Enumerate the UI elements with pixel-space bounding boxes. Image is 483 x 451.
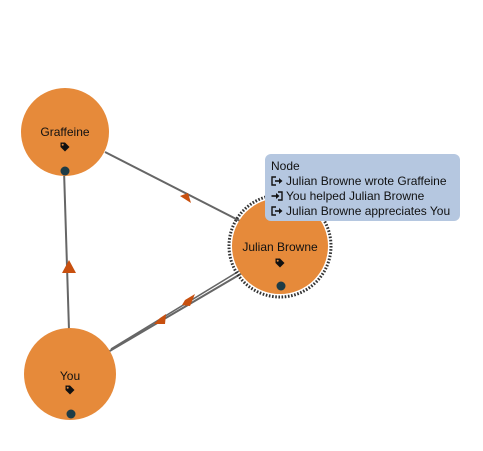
node-label: Julian Browne xyxy=(242,240,318,254)
tooltip-line: Julian Browne appreciates You xyxy=(271,204,454,219)
port-dot[interactable] xyxy=(66,409,76,419)
sign-out-icon xyxy=(271,176,283,186)
edge-you-to-graffeine[interactable] xyxy=(63,169,70,331)
arrow-head-you-graffeine xyxy=(62,260,76,273)
edge-you-to-julian[interactable] xyxy=(107,271,245,353)
tooltip-line-text: Julian Browne wrote Graffeine xyxy=(286,174,447,188)
port-dot[interactable] xyxy=(60,166,70,176)
node-label: Graffeine xyxy=(40,125,89,139)
node-circle[interactable] xyxy=(21,88,109,176)
arrow-head-julian-you xyxy=(154,314,166,324)
edges xyxy=(63,151,245,353)
node-label: You xyxy=(60,369,80,383)
edge-julian-to-graffeine[interactable] xyxy=(104,151,245,224)
port-dot[interactable] xyxy=(276,281,286,291)
node-graffeine[interactable]: Graffeine xyxy=(21,88,109,176)
tooltip-line-text: You helped Julian Browne xyxy=(286,189,425,203)
tooltip-title: Node xyxy=(271,159,300,173)
node-tooltip: Node Julian Browne wrote Graffeine You h… xyxy=(265,154,460,221)
sign-in-icon xyxy=(271,191,283,201)
sign-out-icon xyxy=(271,206,283,216)
node-circle[interactable] xyxy=(232,198,328,294)
edge-julian-to-you[interactable] xyxy=(110,267,245,350)
arrow-head-you-julian xyxy=(182,294,195,306)
selection-ring xyxy=(227,193,333,299)
node-julian-browne[interactable]: Julian Browne xyxy=(227,193,333,299)
arrow-head-julian-graffeine xyxy=(180,193,191,203)
node-you[interactable]: You xyxy=(24,328,116,420)
tooltip-line: You helped Julian Browne xyxy=(271,189,454,204)
tooltip-line-text: Julian Browne appreciates You xyxy=(286,204,451,218)
arrows xyxy=(62,193,195,324)
tooltip-line: Julian Browne wrote Graffeine xyxy=(271,174,454,189)
node-circle[interactable] xyxy=(24,328,116,420)
